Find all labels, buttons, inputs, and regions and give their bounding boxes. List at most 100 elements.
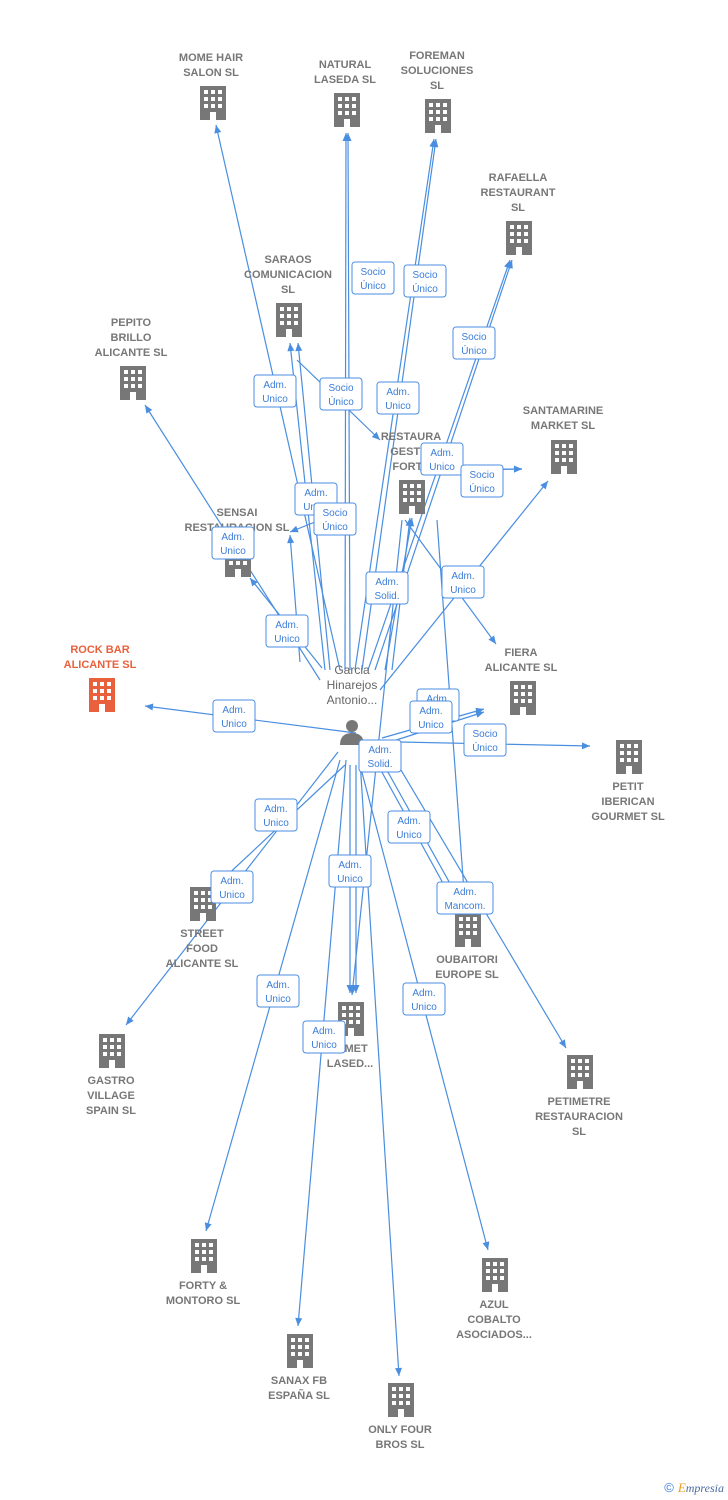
building-icon (551, 440, 577, 474)
footer-brand[interactable]: ©Empresia (664, 1480, 724, 1496)
role-label[interactable]: Adm.Solid. (365, 571, 409, 605)
role-text: Adm. (220, 876, 243, 887)
role-box (351, 261, 395, 295)
edge-arrowhead (558, 1039, 566, 1048)
role-label[interactable]: Adm.Unico (420, 442, 464, 476)
edge-arrowhead (506, 260, 513, 269)
company-name-line: RAFAELLA (489, 172, 548, 184)
edge-arrowhead (287, 343, 295, 352)
company-name-line: SANAX FB (271, 1375, 327, 1387)
role-label[interactable]: Adm.Unico (210, 870, 254, 904)
role-box (212, 699, 256, 733)
company-name-line: ONLY FOUR (368, 1424, 432, 1436)
brand-name: mpresia (685, 1481, 724, 1495)
role-label[interactable]: Adm.Unico (254, 798, 298, 832)
person-name-line: Garcia (334, 663, 370, 677)
role-label[interactable]: Adm.Unico (212, 699, 256, 733)
role-text: Adm. (397, 816, 420, 827)
company-node-forty[interactable]: FORTY &MONTORO SL (166, 1239, 241, 1307)
role-text: Unico (385, 401, 411, 412)
company-name-line: BROS SL (376, 1439, 425, 1451)
company-name-line: SOLUCIONES (401, 65, 474, 77)
role-box (387, 810, 431, 844)
edge-arrowhead (488, 635, 496, 644)
role-label[interactable]: Adm.Mancom. (436, 881, 494, 915)
company-name-line: SARAOS (264, 254, 311, 266)
role-label[interactable]: Adm.Unico (409, 700, 453, 734)
building-icon (89, 678, 115, 712)
role-text: Socio (469, 470, 494, 481)
company-node-azul[interactable]: AZULCOBALTOASOCIADOS... (456, 1258, 532, 1341)
company-name-line: FOREMAN (409, 50, 465, 62)
role-label[interactable]: Adm.Unico (253, 374, 297, 408)
copyright-symbol: © (664, 1480, 674, 1495)
building-icon (334, 93, 360, 127)
edge-arrowhead (204, 1222, 212, 1231)
company-node-onlyfour[interactable]: ONLY FOUR BROS SL (368, 1383, 432, 1451)
role-text: Adm. (451, 571, 474, 582)
role-label[interactable]: Adm.Unico (211, 526, 255, 560)
role-label[interactable]: Adm.Solid. (358, 739, 402, 773)
company-name-line: RESTAURA (381, 431, 441, 443)
role-text: Unico (311, 1040, 337, 1051)
role-text: Unico (265, 994, 291, 1005)
role-box (328, 854, 372, 888)
role-text: Adm. (263, 380, 286, 391)
building-icon (567, 1055, 593, 1089)
role-label[interactable]: Adm.Unico (402, 982, 446, 1016)
role-text: Unico (450, 585, 476, 596)
role-text: Solid. (374, 591, 399, 602)
company-name-line: MONTORO SL (166, 1295, 241, 1307)
person-node[interactable]: GarciaHinarejosAntonio... (327, 663, 378, 745)
edge-arrowhead (295, 343, 303, 352)
role-label[interactable]: Adm.Unico (387, 810, 431, 844)
role-label[interactable]: Adm.Unico (376, 381, 420, 415)
edge-arrowhead (513, 465, 522, 473)
building-icon (191, 1239, 217, 1273)
role-label[interactable]: Adm. Unico (441, 565, 485, 599)
role-text: Unico (274, 634, 300, 645)
role-box (452, 326, 496, 360)
company-name-line: VILLAGE (87, 1090, 135, 1102)
company-name-line: ROCK BAR (70, 644, 129, 656)
role-label[interactable]: Adm.Unico (265, 614, 309, 648)
role-label[interactable]: Adm.Unico (328, 854, 372, 888)
company-name-line: SPAIN SL (86, 1105, 136, 1117)
role-box (254, 798, 298, 832)
building-icon (287, 1334, 313, 1368)
role-label[interactable]: Adm.Unico (256, 974, 300, 1008)
company-name-line: SANTAMARINE (523, 405, 603, 417)
company-name-line: RESTAURACION (535, 1111, 623, 1123)
role-label[interactable]: Adm.Unico (302, 1020, 346, 1054)
building-icon (388, 1383, 414, 1417)
company-name-line: LASED... (327, 1058, 373, 1070)
company-name-line: COBALTO (467, 1314, 521, 1326)
edge-arrowhead (290, 525, 299, 533)
edge-arrowhead (405, 518, 413, 527)
role-text: Único (322, 520, 348, 533)
edge-arrowhead (352, 985, 360, 993)
role-text: Adm. (221, 532, 244, 543)
